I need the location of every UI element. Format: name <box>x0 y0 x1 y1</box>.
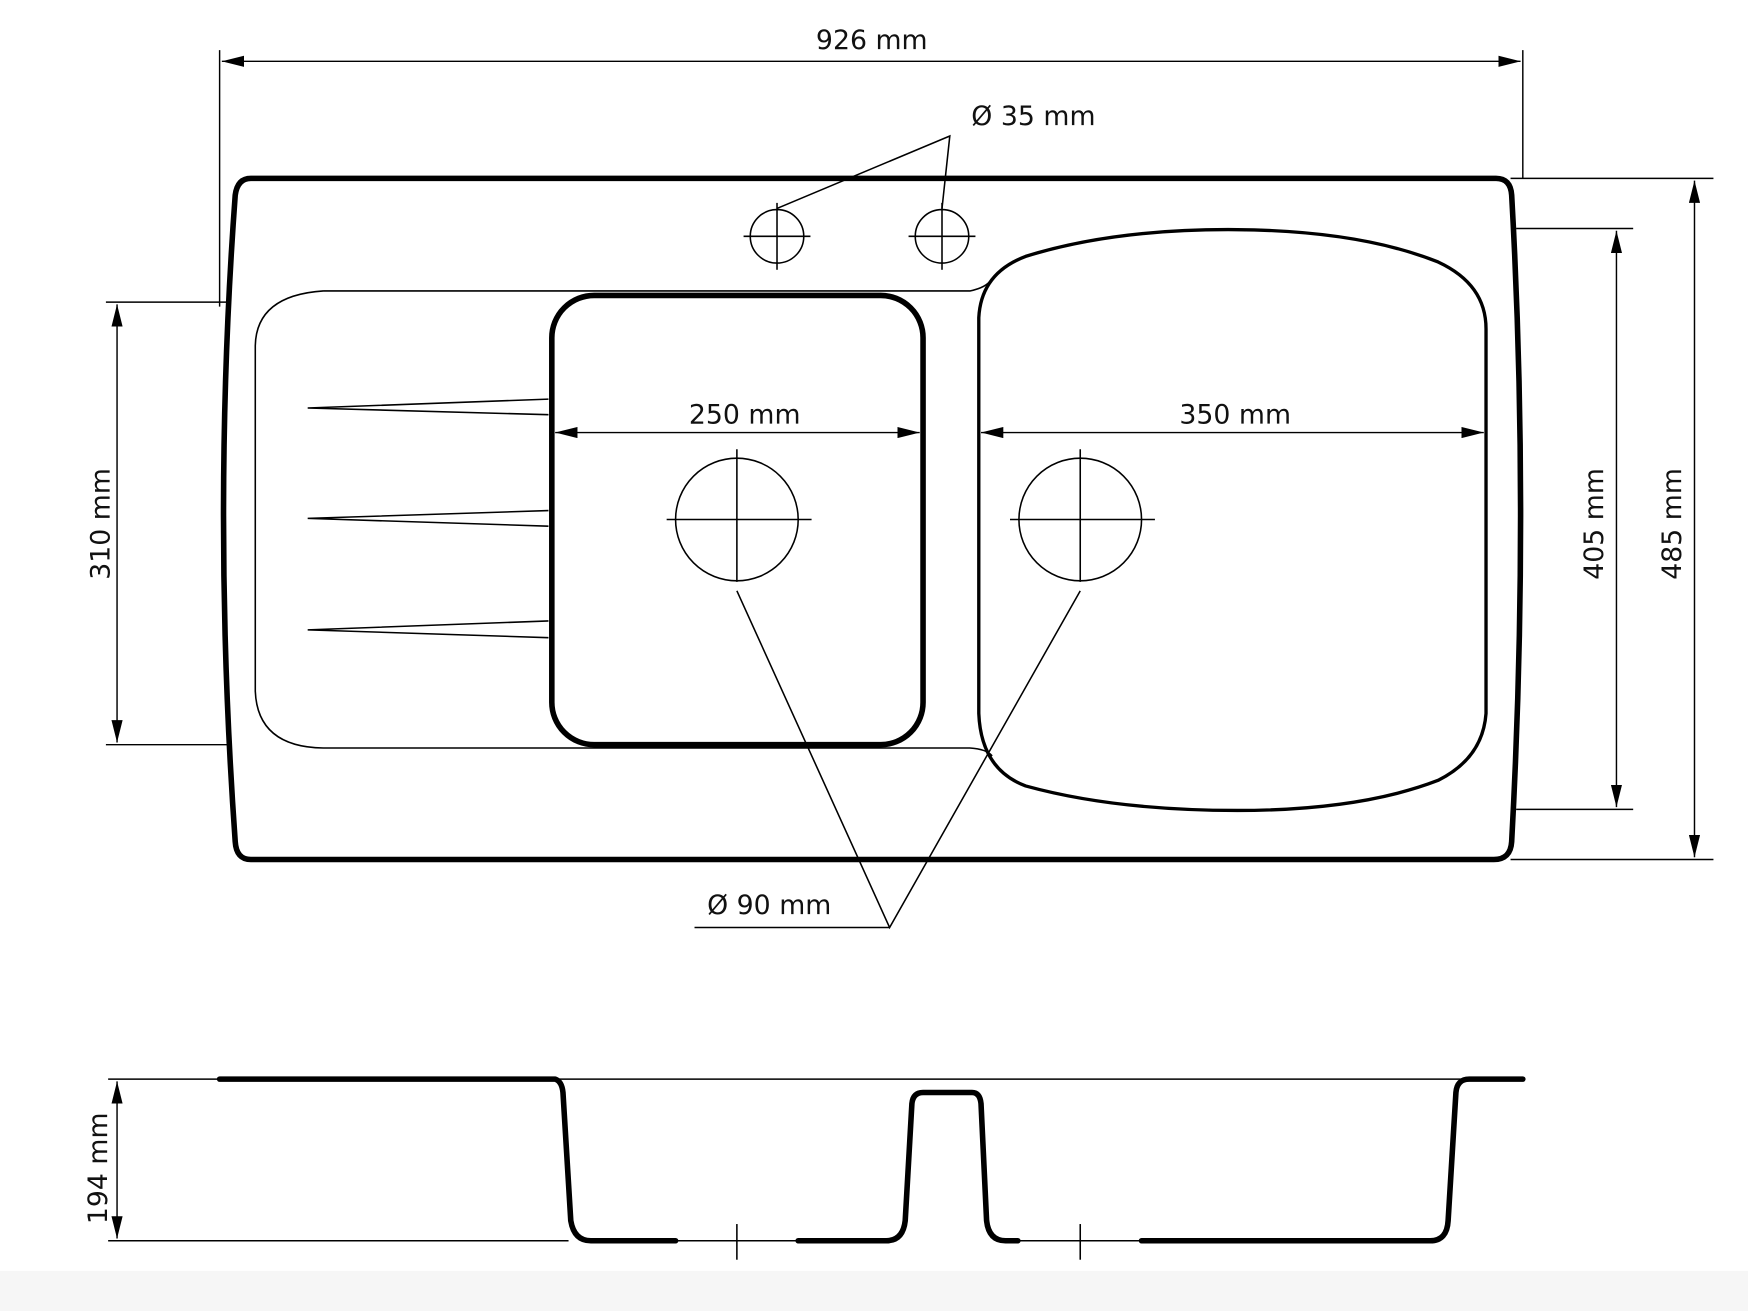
overall-width-label: 926 mm <box>816 25 928 56</box>
small-bowl-width-label: 250 mm <box>689 400 801 431</box>
overall-width-dimension: 926 mm <box>218 25 1524 307</box>
overall-depth-label: 485 mm <box>1657 468 1688 580</box>
drainer-grooves <box>307 398 549 639</box>
drainer-height-label: 310 mm <box>85 468 116 580</box>
large-bowl <box>977 227 1488 813</box>
bowl-length-label: 405 mm <box>1579 468 1610 580</box>
drain-hole-label: Ø 90 mm <box>707 890 831 921</box>
bowl-depth-label: 194 mm <box>83 1112 114 1224</box>
sink-side-profile <box>108 1076 1526 1260</box>
tap-holes: Ø 35 mm <box>743 101 1096 270</box>
sink-outline <box>220 175 1524 863</box>
small-bowl <box>549 292 926 748</box>
tap-hole-label: Ø 35 mm <box>971 101 1095 132</box>
drain-holes: Ø 90 mm <box>666 449 1155 930</box>
large-bowl-width-label: 350 mm <box>1179 400 1291 431</box>
